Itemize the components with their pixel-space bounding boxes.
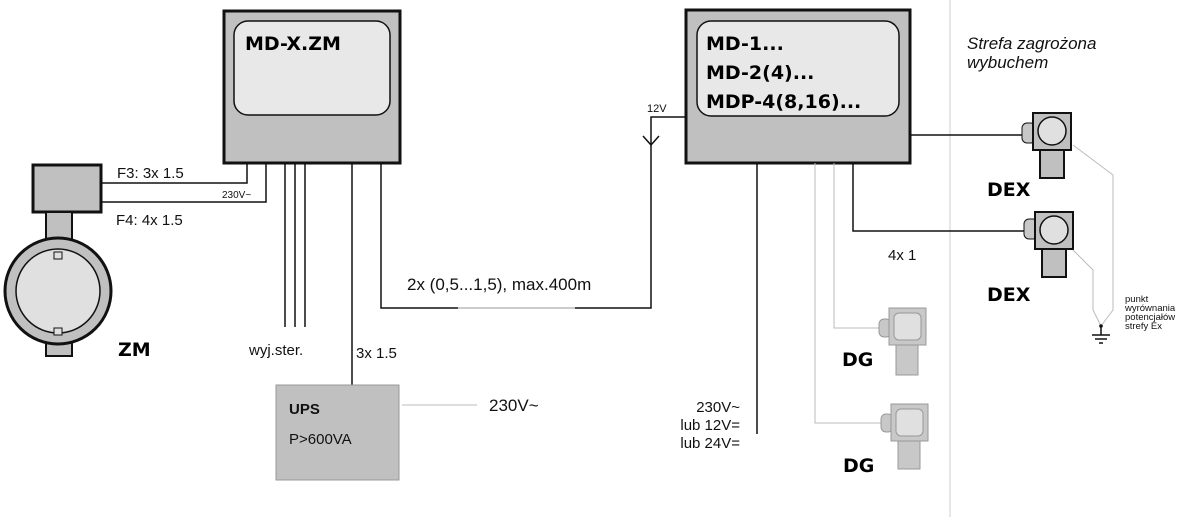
dg2-label: DG	[843, 455, 874, 477]
md-controller-unit[interactable]: MD-1... MD-2(4)... MDP-4(8,16)...	[684, 8, 912, 165]
zm-label: ZM	[118, 339, 151, 361]
bus-voltage-label: 12V	[647, 103, 667, 115]
md-supply-line-1: 230V~	[696, 399, 740, 416]
wire-f3-label: F3: 3x 1.5	[117, 165, 184, 182]
md-model-line-3: MDP-4(8,16)...	[706, 91, 861, 113]
wire-f4	[101, 163, 267, 203]
dg1-wire	[833, 163, 880, 329]
dex-cable-label: 4x 1	[888, 247, 916, 264]
dex2-wire	[852, 163, 1026, 232]
ground-note-line-4: strefy Ex	[1125, 321, 1162, 332]
md-model-line-1: MD-1...	[706, 33, 784, 55]
zm-valve[interactable]	[3, 163, 113, 357]
md-x-zm-title: MD-X.ZM	[245, 33, 341, 55]
zm-supply-label: 230V~	[222, 190, 251, 201]
ground-note-line-1: punkt	[1125, 294, 1149, 305]
wire-f4-label: F4: 4x 1.5	[116, 212, 183, 229]
bonding-wire-1	[1072, 144, 1114, 327]
control-output-wires	[284, 163, 306, 327]
ex-zone-title-line-2: wybuchem	[967, 53, 1048, 72]
ups-power: P>600VA	[289, 431, 352, 448]
ups-unit[interactable]: UPS P>600VA	[275, 384, 400, 481]
ups-supply-label: 230V~	[489, 396, 539, 415]
md-supply-line-3: lub 24V=	[680, 435, 740, 452]
bus-cable-left	[380, 163, 458, 309]
dg-sensor-2[interactable]	[880, 403, 929, 470]
ground-icon	[1092, 324, 1110, 344]
dex-sensor-2[interactable]	[1023, 211, 1074, 278]
dex2-label: DEX	[987, 284, 1031, 306]
dex-sensor-1[interactable]	[1021, 112, 1072, 179]
ex-zone-title-line-1: Strefa zagrożona	[967, 34, 1096, 53]
bus-cable-label: 2x (0,5...1,5), max.400m	[407, 275, 591, 294]
md-x-zm-unit[interactable]: MD-X.ZM	[222, 9, 402, 165]
md-supply-line-2: lub 12V=	[680, 417, 740, 434]
ground-note-line-3: potencjałów	[1125, 312, 1175, 323]
ups-cable-label: 3x 1.5	[356, 345, 397, 362]
bus-cable-right	[575, 116, 686, 309]
dg2-wire	[814, 163, 882, 424]
md-model-line-2: MD-2(4)...	[706, 62, 814, 84]
dg-sensor-1[interactable]	[878, 307, 927, 376]
dex1-label: DEX	[987, 179, 1031, 201]
bonding-wire-2	[1072, 249, 1102, 327]
control-outputs-label: wyj.ster.	[248, 342, 303, 359]
ups-title: UPS	[289, 401, 320, 418]
ground-note-line-2: wyrównania	[1124, 303, 1176, 314]
dg1-label: DG	[842, 349, 873, 371]
wire-f3	[101, 163, 248, 184]
bus-voltage-arrow-icon	[642, 135, 660, 147]
